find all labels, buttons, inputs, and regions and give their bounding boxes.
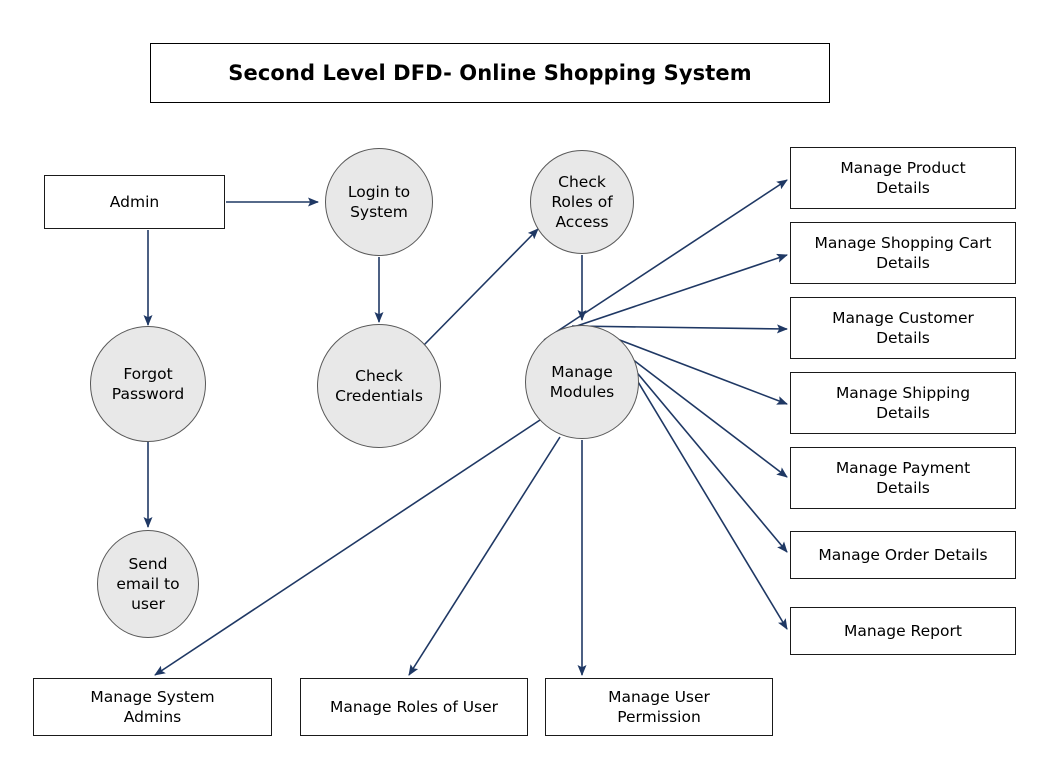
node-send-email-to-user[interactable]: Send email to user	[97, 530, 199, 638]
node-check-roles-of-access-label-line1: Check	[558, 172, 606, 191]
node-manage-order-details[interactable]: Manage Order Details	[790, 531, 1016, 579]
node-manage-shipping-details-label-line2: Details	[876, 404, 930, 422]
node-manage-shopping-cart-details-label-line1: Manage Shopping Cart	[814, 233, 992, 252]
node-manage-payment-details[interactable]: Manage Payment Details	[790, 447, 1016, 509]
node-manage-product-details[interactable]: Manage Product Details	[790, 147, 1016, 209]
node-manage-product-details-label-line1: Manage Product	[840, 158, 966, 177]
node-login-to-system-label-line1: Login to	[347, 182, 411, 201]
node-admin-label: Admin	[109, 192, 160, 211]
node-manage-system-admins[interactable]: Manage System Admins	[33, 678, 272, 736]
node-manage-shopping-cart-details-label-line2: Details	[876, 254, 930, 272]
node-manage-modules[interactable]: Manage Modules	[525, 325, 639, 439]
node-check-roles-of-access[interactable]: Check Roles of Access	[530, 150, 634, 254]
node-forgot-password-label-line2: Password	[111, 385, 185, 403]
node-forgot-password[interactable]: Forgot Password	[90, 326, 206, 442]
node-manage-roles-of-user-label: Manage Roles of User	[329, 697, 499, 716]
node-login-to-system-label-line2: System	[350, 203, 408, 221]
node-manage-payment-details-label-line2: Details	[876, 479, 930, 497]
node-manage-shipping-details-label-line1: Manage Shipping	[835, 383, 971, 402]
node-manage-shopping-cart-details[interactable]: Manage Shopping Cart Details	[790, 222, 1016, 284]
node-manage-modules-label-line2: Modules	[549, 383, 615, 401]
node-manage-customer-details-label-line1: Manage Customer	[832, 308, 974, 327]
node-send-email-to-user-label-line1: Send	[128, 554, 168, 573]
node-manage-product-details-label-line2: Details	[876, 179, 930, 197]
edge-manage-modules-to-system-admins	[154, 419, 541, 676]
node-check-roles-of-access-label-line3: Access	[555, 213, 609, 232]
edge-manage-modules-to-roles-of-user	[408, 436, 561, 676]
node-manage-order-details-label: Manage Order Details	[818, 545, 988, 564]
node-manage-system-admins-label-line1: Manage System	[90, 687, 215, 706]
node-manage-roles-of-user[interactable]: Manage Roles of User	[300, 678, 528, 736]
node-check-credentials-label-line1: Check	[355, 366, 403, 385]
node-manage-report-label: Manage Report	[844, 621, 962, 640]
node-manage-system-admins-label-line2: Admins	[123, 708, 182, 726]
node-forgot-password-label-line1: Forgot	[123, 364, 173, 383]
node-manage-payment-details-label-line1: Manage Payment	[835, 458, 971, 477]
edge-manage-modules-to-shopping-cart-details	[555, 253, 788, 334]
diagram-title-text: Second Level DFD- Online Shopping System	[228, 61, 752, 85]
node-manage-customer-details[interactable]: Manage Customer Details	[790, 297, 1016, 359]
node-send-email-to-user-label-line3: user	[131, 595, 165, 614]
edge-check-credentials-to-check-roles	[422, 228, 539, 347]
node-manage-user-permission[interactable]: Manage User Permission	[545, 678, 773, 736]
node-manage-shipping-details[interactable]: Manage Shipping Details	[790, 372, 1016, 434]
node-manage-modules-label-line1: Manage	[551, 362, 613, 381]
node-check-roles-of-access-label-line2: Roles of	[551, 192, 613, 211]
edge-manage-modules-to-report	[619, 351, 788, 630]
node-manage-report[interactable]: Manage Report	[790, 607, 1016, 655]
node-admin[interactable]: Admin	[44, 175, 225, 229]
node-send-email-to-user-label-line2: email to	[116, 574, 180, 593]
node-manage-user-permission-label-line2: Permission	[617, 708, 701, 726]
node-check-credentials-label-line2: Credentials	[335, 387, 423, 405]
node-check-credentials[interactable]: Check Credentials	[317, 324, 441, 448]
diagram-title: Second Level DFD- Online Shopping System	[150, 43, 830, 103]
node-login-to-system[interactable]: Login to System	[325, 148, 433, 256]
node-manage-user-permission-label-line1: Manage User	[608, 687, 710, 706]
node-manage-customer-details-label-line2: Details	[876, 329, 930, 347]
